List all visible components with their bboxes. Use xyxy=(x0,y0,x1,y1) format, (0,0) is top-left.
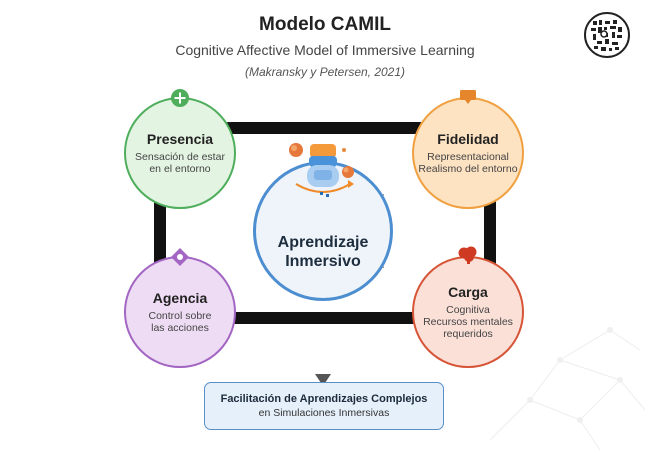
citation: (Makransky y Petersen, 2021) xyxy=(244,65,406,79)
node-presencia-line2: en el entorno xyxy=(149,163,211,175)
node-fidelidad-line2: Realismo del entorno xyxy=(418,163,518,175)
node-presencia: Presencia Sensación de estar en el entor… xyxy=(124,97,236,209)
node-presencia-title: Presencia xyxy=(146,131,214,147)
brain-icon xyxy=(458,246,477,264)
center-title: Aprendizaje Inmersivo xyxy=(278,233,369,271)
node-carga-line1: Cognitiva xyxy=(446,304,490,316)
node-agencia-line2: las acciones xyxy=(151,322,209,334)
result-line2: en Simulaciones Inmersivas xyxy=(258,407,390,419)
node-fidelidad-title: Fidelidad xyxy=(437,131,499,147)
vr-learner-icon xyxy=(289,143,354,197)
node-agencia-line1: Control sobre xyxy=(148,310,212,322)
node-fidelidad: Fidelidad Representacional Realismo del … xyxy=(412,97,524,209)
speech-bubble-icon xyxy=(460,90,476,104)
node-carga: Carga Cognitiva Recursos mentales requer… xyxy=(412,256,524,368)
node-fidelidad-line1: Representacional xyxy=(427,151,509,163)
node-agencia-title: Agencia xyxy=(152,290,208,306)
center-title-line1: Aprendizaje xyxy=(277,234,369,251)
center-title-line2: Inmersivo xyxy=(285,253,361,270)
diamond-icon xyxy=(171,248,189,266)
page-subtitle: Cognitive Affective Model of Immersive L… xyxy=(175,42,475,58)
node-carga-line2: Recursos mentales xyxy=(423,316,513,328)
qr-code-icon xyxy=(584,12,630,58)
node-presencia-line1: Sensación de estar xyxy=(135,151,225,163)
node-carga-line3: requeridos xyxy=(443,328,493,340)
result-line1: Facilitación de Aprendizajes Complejos xyxy=(220,393,428,405)
result-box: Facilitación de Aprendizajes Complejos e… xyxy=(204,382,444,430)
plus-icon xyxy=(171,89,189,107)
decorative-network-background xyxy=(489,327,646,451)
page-title: Modelo CAMIL xyxy=(259,14,391,35)
node-agencia: Agencia Control sobre las acciones xyxy=(124,256,236,368)
arrow-down-to-result xyxy=(315,374,331,386)
node-carga-title: Carga xyxy=(448,284,488,300)
